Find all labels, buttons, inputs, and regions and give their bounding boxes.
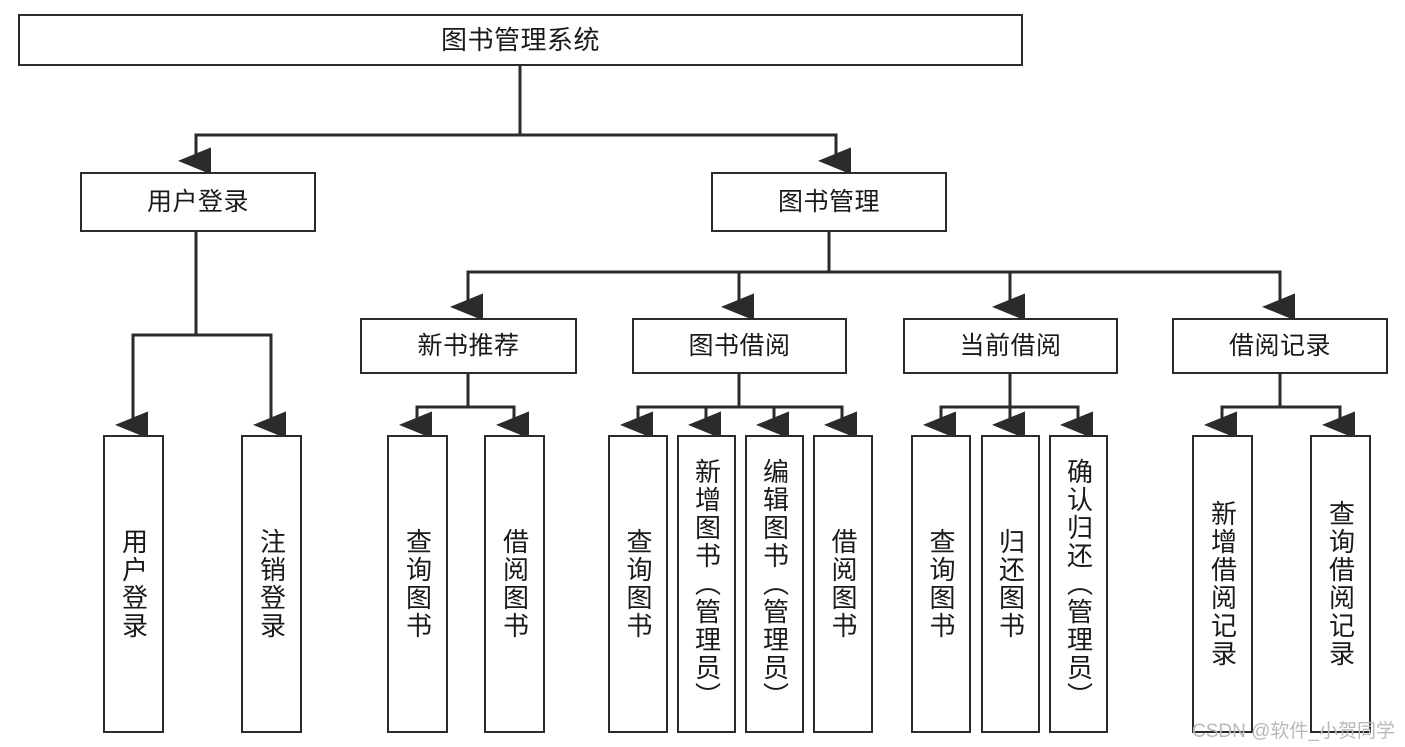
- node-current-borrow-label: 当前借阅: [959, 331, 1062, 360]
- node-book-borrow[interactable]: 图书借阅: [632, 318, 847, 374]
- leaf-edit-book[interactable]: 编辑图书（管理员）: [745, 435, 804, 733]
- leaf-query-book-1-label: 查询图书: [402, 528, 433, 640]
- node-book-management-label: 图书管理: [777, 187, 880, 216]
- leaf-add-book-label: 新增图书（管理员）: [691, 458, 722, 710]
- leaf-logout-login-label: 注销登录: [256, 528, 287, 640]
- leaf-query-book-2-label: 查询图书: [623, 528, 654, 640]
- node-book-management[interactable]: 图书管理: [711, 172, 947, 232]
- leaf-query-book-2[interactable]: 查询图书: [608, 435, 668, 733]
- leaf-return-book[interactable]: 归还图书: [981, 435, 1040, 733]
- leaf-edit-book-label: 编辑图书（管理员）: [759, 458, 790, 710]
- node-book-borrow-label: 图书借阅: [688, 331, 791, 360]
- leaf-query-record-label: 查询借阅记录: [1325, 500, 1356, 668]
- node-root[interactable]: 图书管理系统: [18, 14, 1023, 66]
- node-borrow-record[interactable]: 借阅记录: [1172, 318, 1388, 374]
- leaf-borrow-book-1-label: 借阅图书: [499, 528, 530, 640]
- leaf-return-book-label: 归还图书: [995, 528, 1026, 640]
- leaf-logout-login[interactable]: 注销登录: [241, 435, 302, 733]
- leaf-add-record[interactable]: 新增借阅记录: [1192, 435, 1253, 733]
- node-current-borrow[interactable]: 当前借阅: [903, 318, 1118, 374]
- node-new-book-recommend[interactable]: 新书推荐: [360, 318, 577, 374]
- leaf-query-record[interactable]: 查询借阅记录: [1310, 435, 1371, 733]
- node-user-login[interactable]: 用户登录: [80, 172, 316, 232]
- leaf-borrow-book-2[interactable]: 借阅图书: [813, 435, 873, 733]
- leaf-add-book[interactable]: 新增图书（管理员）: [677, 435, 736, 733]
- leaf-query-book-3-label: 查询图书: [926, 528, 957, 640]
- leaf-user-login[interactable]: 用户登录: [103, 435, 164, 733]
- leaf-confirm-return[interactable]: 确认归还（管理员）: [1049, 435, 1108, 733]
- node-new-book-recommend-label: 新书推荐: [417, 331, 520, 360]
- node-user-login-label: 用户登录: [146, 187, 249, 216]
- leaf-user-login-label: 用户登录: [118, 528, 149, 640]
- leaf-query-book-1[interactable]: 查询图书: [387, 435, 448, 733]
- node-borrow-record-label: 借阅记录: [1228, 331, 1331, 360]
- leaf-query-book-3[interactable]: 查询图书: [911, 435, 971, 733]
- csdn-watermark: CSDN @软件_小贺同学: [1192, 721, 1395, 742]
- leaf-borrow-book-1[interactable]: 借阅图书: [484, 435, 545, 733]
- leaf-borrow-book-2-label: 借阅图书: [828, 528, 859, 640]
- node-root-label: 图书管理系统: [440, 25, 600, 55]
- leaf-add-record-label: 新增借阅记录: [1207, 500, 1238, 668]
- leaf-confirm-return-label: 确认归还（管理员）: [1063, 458, 1094, 710]
